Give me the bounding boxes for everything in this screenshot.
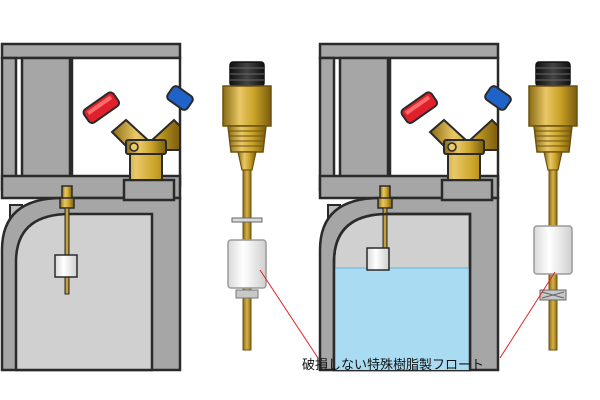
float-right	[533, 225, 573, 275]
float-caption: 破損しない特殊樹脂製フロート	[302, 358, 485, 373]
sensor-closeup-left	[222, 61, 272, 351]
small-float-left	[54, 254, 78, 278]
water	[334, 268, 470, 370]
float-left	[227, 239, 267, 289]
leader-lines	[259, 269, 556, 359]
spring-left	[235, 289, 259, 299]
filled-tank-panel	[318, 42, 514, 372]
empty-tank-panel	[0, 42, 196, 372]
small-float-right	[366, 247, 390, 271]
sensor-closeup-right	[528, 61, 578, 351]
